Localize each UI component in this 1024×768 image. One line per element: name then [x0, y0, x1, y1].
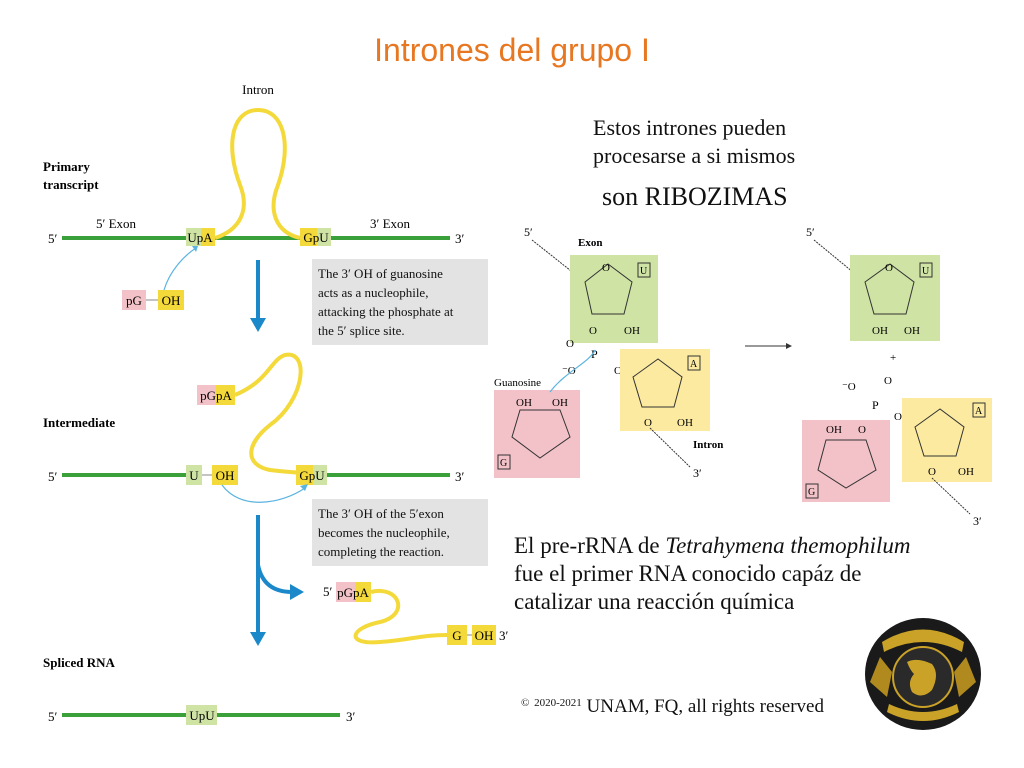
svg-text:⁻O: ⁻O	[562, 365, 576, 377]
primary-transcript-label-1: Primary	[43, 159, 90, 174]
svg-text:O: O	[644, 417, 652, 429]
exon-label: Exon	[578, 237, 602, 249]
svg-text:O: O	[884, 375, 892, 387]
svg-text:3′: 3′	[693, 466, 702, 480]
guanosine-label: Guanosine	[494, 377, 541, 389]
intron-sugar-box	[620, 349, 710, 431]
svg-text:G: G	[500, 458, 507, 469]
svg-text:OH: OH	[826, 424, 842, 436]
svg-text:O: O	[614, 365, 622, 377]
upa-label: UpA	[187, 230, 213, 245]
u3-box	[317, 228, 331, 246]
svg-text:5′: 5′	[524, 225, 533, 239]
side-arrow	[256, 564, 293, 594]
svg-text:OH: OH	[216, 468, 235, 483]
mechanism-diagram: 5′ Exon O U OH O P O ⁻O O A OH O Intron …	[494, 225, 992, 528]
copyright-footer: © 2020-2021 UNAM, FQ, all rights reserve…	[521, 696, 824, 717]
svg-text:A: A	[690, 359, 698, 370]
svg-text:O: O	[885, 262, 893, 274]
self-splicing-text: Estos intrones pueden procesarse a si mi…	[593, 115, 796, 168]
svg-text:5′: 5′	[48, 709, 58, 724]
svg-text:P: P	[872, 398, 879, 412]
oh-label: OH	[162, 293, 181, 308]
svg-text:3′: 3′	[346, 709, 356, 724]
primary-transcript-label-2: transcript	[43, 177, 99, 192]
exon3-label: 3′ Exon	[370, 216, 411, 231]
svg-text:OH: OH	[552, 397, 568, 409]
exon-sugar-box	[570, 255, 658, 343]
svg-text:O: O	[858, 424, 866, 436]
pa2-box	[216, 385, 235, 405]
callout-exon: The 3′ OH of the 5′exon becomes the nucl…	[312, 499, 488, 566]
unam-seal-logo	[865, 618, 981, 730]
svg-text:OH: OH	[872, 325, 888, 337]
svg-text:5′: 5′	[806, 225, 815, 239]
intron-label-mech: Intron	[693, 439, 723, 451]
a-box	[201, 228, 215, 246]
svg-text:OH: OH	[677, 417, 693, 429]
svg-text:O: O	[602, 262, 610, 274]
svg-text:OH: OH	[475, 628, 494, 643]
svg-text:⁻O: ⁻O	[842, 381, 856, 393]
callout-guanosine: The 3′ OH of guanosine acts as a nucleop…	[312, 259, 488, 345]
oh-box	[158, 290, 184, 310]
phosphate-p: P	[591, 347, 598, 361]
intron-label: Intron	[242, 82, 274, 97]
svg-text:G: G	[808, 487, 815, 498]
excised-intron	[353, 588, 448, 645]
pg2-box	[197, 385, 217, 405]
attack-arrow-2	[221, 484, 306, 503]
attack-arrow-1	[163, 247, 197, 291]
ribozymes-text: son RIBOZIMAS	[602, 182, 788, 211]
pg-box	[122, 290, 146, 310]
svg-text:U: U	[640, 266, 648, 277]
svg-text:U: U	[922, 266, 930, 277]
spliced-rna-label: Spliced RNA	[43, 655, 115, 670]
svg-text:O: O	[928, 466, 936, 478]
u-label: U	[189, 468, 199, 483]
svg-text:OH: OH	[904, 325, 920, 337]
svg-text:A: A	[975, 406, 983, 417]
intermediate-label: Intermediate	[43, 415, 115, 430]
u-box	[186, 228, 202, 246]
svg-text:5′: 5′	[48, 469, 58, 484]
g-box	[300, 228, 318, 246]
tetrahymena-text: El pre-rRNA de Tetrahymena themophilum f…	[514, 533, 911, 614]
plus-sign: +	[890, 352, 896, 364]
svg-text:OH: OH	[516, 397, 532, 409]
three-prime-label: 3′	[455, 231, 465, 246]
g-label: G	[452, 628, 461, 643]
svg-text:O: O	[566, 338, 574, 350]
pgpa-label: pGpA	[200, 388, 232, 403]
svg-text:O: O	[589, 325, 597, 337]
u-box-2	[186, 465, 202, 485]
exon5-label: 5′ Exon	[96, 216, 137, 231]
splicing-diagram: Intron Primary transcript 5′ 3′ 5′ Exon …	[43, 82, 509, 725]
svg-text:3′: 3′	[973, 514, 982, 528]
guanosine-sugar-box	[494, 390, 580, 478]
svg-text:OH: OH	[624, 325, 640, 337]
pg-label: pG	[126, 293, 142, 308]
svg-text:5′: 5′	[323, 584, 333, 599]
five-prime-label: 5′	[48, 231, 58, 246]
slide-title: Intrones del grupo I	[374, 32, 650, 68]
upu-label: UpU	[189, 708, 215, 723]
gpu-label-2: GpU	[299, 468, 325, 483]
gpu-label: GpU	[303, 230, 329, 245]
intron-intermediate	[234, 352, 303, 475]
svg-text:3′: 3′	[455, 469, 465, 484]
intron-loop	[214, 107, 301, 240]
svg-text:3′: 3′	[499, 628, 509, 643]
svg-text:O: O	[894, 411, 902, 423]
pgpa-label-2: pGpA	[337, 585, 369, 600]
svg-text:OH: OH	[958, 466, 974, 478]
oh-box-2	[212, 465, 238, 485]
